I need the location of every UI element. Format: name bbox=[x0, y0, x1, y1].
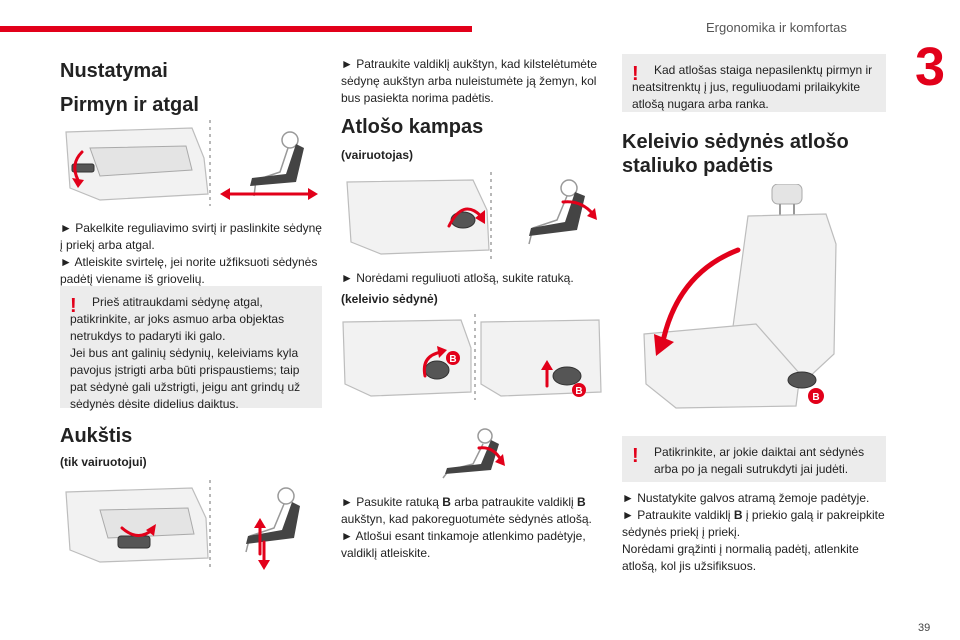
person-head-shape bbox=[281, 131, 299, 149]
height-subtitle: (tik vairuotojui) bbox=[60, 455, 147, 469]
instruction-step: ► Pakelkite reguliavimo svirtį ir paslin… bbox=[60, 221, 322, 252]
lever-up-arrow-head bbox=[541, 360, 553, 370]
seat-forward-back-illustration bbox=[65, 120, 318, 206]
section-header-title: Ergonomika ir komfortas bbox=[706, 20, 847, 35]
passenger-seat-table-illustration: B bbox=[643, 184, 837, 409]
section-title-forward-back: Pirmyn ir atgal bbox=[60, 94, 199, 116]
badge-b-left bbox=[446, 351, 460, 365]
passenger-instruction-step: ► Pasukite ratuką B arba patraukite vald… bbox=[341, 494, 603, 528]
person-body-shape bbox=[253, 147, 289, 197]
badge-b-right bbox=[572, 383, 586, 397]
person-head-shape bbox=[477, 428, 493, 444]
knob-rotate-arrow bbox=[447, 207, 483, 228]
warning-text: Jei bus ant galinių sėdynių, keleiviams … bbox=[70, 346, 301, 411]
control-b-shape bbox=[787, 371, 817, 389]
seat-pictogram bbox=[246, 502, 300, 544]
warning-box-backrest: ! Kad atlošas staiga nepasilenktų pirmyn… bbox=[622, 54, 886, 112]
section-title-height: Aukštis bbox=[60, 425, 133, 447]
height-instruction: ► Patraukite valdiklį aukštyn, kad kilst… bbox=[341, 57, 597, 105]
person-body-shape bbox=[528, 195, 568, 245]
warning-exclamation-icon: ! bbox=[632, 63, 639, 85]
lever-lift-arrow bbox=[73, 150, 84, 182]
text-fragment: į priekio galą ir pakreipkite sėdynės pr… bbox=[622, 508, 885, 539]
backrest-lever-shape bbox=[552, 366, 582, 386]
lever-lift-arrow-head bbox=[72, 178, 84, 188]
table-instructions: ► Nustatykite galvos atramą žemoje padėt… bbox=[622, 490, 886, 575]
warning-exclamation-icon: ! bbox=[70, 295, 77, 317]
page-number: 39 bbox=[918, 622, 931, 634]
warning-text: Prieš atitraukdami sėdynę atgal, patikri… bbox=[70, 295, 285, 343]
warning-text: Kad atlošas staiga nepasilenktų pirmyn i… bbox=[632, 63, 873, 111]
backrest-tilt-arrow bbox=[561, 200, 595, 216]
table-instruction-step: ► Patraukite valdiklį B į priekio galą i… bbox=[622, 507, 886, 541]
height-arrow-down-head bbox=[258, 560, 270, 570]
knob-rotate-arrow-head bbox=[437, 346, 447, 358]
section-title-table-position: Keleivio sėdynės atlošo staliuko padėtis bbox=[622, 131, 849, 177]
passenger-instructions: ► Pasukite ratuką B arba patraukite vald… bbox=[341, 494, 603, 562]
passenger-instruction-step: ► Atlošui esant tinkamoje atlenkimo padė… bbox=[341, 529, 586, 560]
warning-text: Patikrinkite, ar jokie daiktai ant sėdyn… bbox=[654, 445, 865, 476]
text-fragment: arba patraukite valdiklį bbox=[450, 495, 578, 509]
warning-box-forward-back: ! Prieš atitraukdami sėdynę atgal, patik… bbox=[60, 286, 322, 411]
recline-arrow-head bbox=[495, 454, 505, 466]
headrest-shape bbox=[771, 184, 803, 205]
control-label-b: B bbox=[733, 508, 743, 522]
badge-b bbox=[808, 388, 824, 404]
driver-instruction: ► Norėdami reguliuoti atlošą, sukite rat… bbox=[341, 271, 574, 285]
control-label-b: B bbox=[442, 495, 451, 509]
instruction-step: ► Atleiskite svirtelę, jei norite užfiks… bbox=[60, 255, 318, 286]
driver-backrest-illustration bbox=[346, 172, 597, 260]
knob-rotate-arrow bbox=[422, 350, 443, 378]
fold-forward-arrow bbox=[659, 247, 741, 349]
backrest-knob-shape bbox=[450, 211, 476, 229]
seat-height-illustration bbox=[65, 480, 300, 570]
seat-pictogram bbox=[529, 192, 585, 236]
text-fragment: aukštyn, kad pakoreguotumėte sėdynės atl… bbox=[341, 512, 592, 526]
header-accent-bar bbox=[0, 26, 472, 32]
badge-b-left-label: B bbox=[449, 354, 456, 365]
backrest-knob-shape bbox=[424, 360, 450, 380]
person-body-shape bbox=[245, 503, 285, 553]
text-fragment: ► Patraukite valdiklį bbox=[622, 508, 734, 522]
forward-back-arrow-right-head bbox=[308, 188, 318, 200]
seat-pictogram bbox=[250, 144, 304, 186]
table-instruction-step: ► Nustatykite galvos atramą žemoje padėt… bbox=[622, 491, 870, 505]
page-title: Nustatymai bbox=[60, 60, 168, 82]
seat-cushion-shape bbox=[643, 323, 801, 409]
driver-subtitle: (vairuotojas) bbox=[341, 148, 414, 162]
seat-cushion-shape bbox=[346, 179, 490, 255]
badge-b-right-label: B bbox=[575, 386, 582, 397]
height-arrow-left-head bbox=[254, 518, 266, 528]
passenger-backrest-illustration: B B bbox=[342, 314, 602, 400]
forward-back-instructions: ► Pakelkite reguliavimo svirtį ir paslin… bbox=[60, 220, 322, 288]
fold-forward-arrow-head bbox=[654, 334, 674, 356]
knob-rotate-arrow-head bbox=[475, 210, 485, 224]
table-instruction-step: Norėdami grąžinti į normalią padėtį, atl… bbox=[622, 542, 859, 573]
section-title-backrest-angle: Atlošo kampas bbox=[341, 116, 484, 138]
badge-b-label: B bbox=[812, 392, 819, 403]
control-label-b: B bbox=[577, 495, 586, 509]
warning-box-table: ! Patikrinkite, ar jokie daiktai ant sėd… bbox=[622, 436, 886, 482]
seat-lever-shape bbox=[71, 163, 95, 173]
text-fragment: ► Pasukite ratuką bbox=[341, 495, 443, 509]
seat-pictogram bbox=[445, 440, 499, 474]
height-lever-arrow-head bbox=[146, 524, 156, 536]
passenger-subtitle: (keleivio sėdynė) bbox=[341, 292, 438, 306]
forward-back-arrow-left-head bbox=[220, 188, 230, 200]
warning-exclamation-icon: ! bbox=[632, 445, 639, 467]
height-lever-shape bbox=[117, 535, 151, 549]
person-head-shape bbox=[277, 487, 295, 505]
seat-rail-shape bbox=[89, 145, 193, 177]
backrest-tilt-arrow-head bbox=[587, 208, 597, 220]
person-head-shape bbox=[560, 179, 578, 197]
passenger-recline-pictogram bbox=[442, 428, 505, 479]
chapter-number: 3 bbox=[914, 37, 946, 97]
